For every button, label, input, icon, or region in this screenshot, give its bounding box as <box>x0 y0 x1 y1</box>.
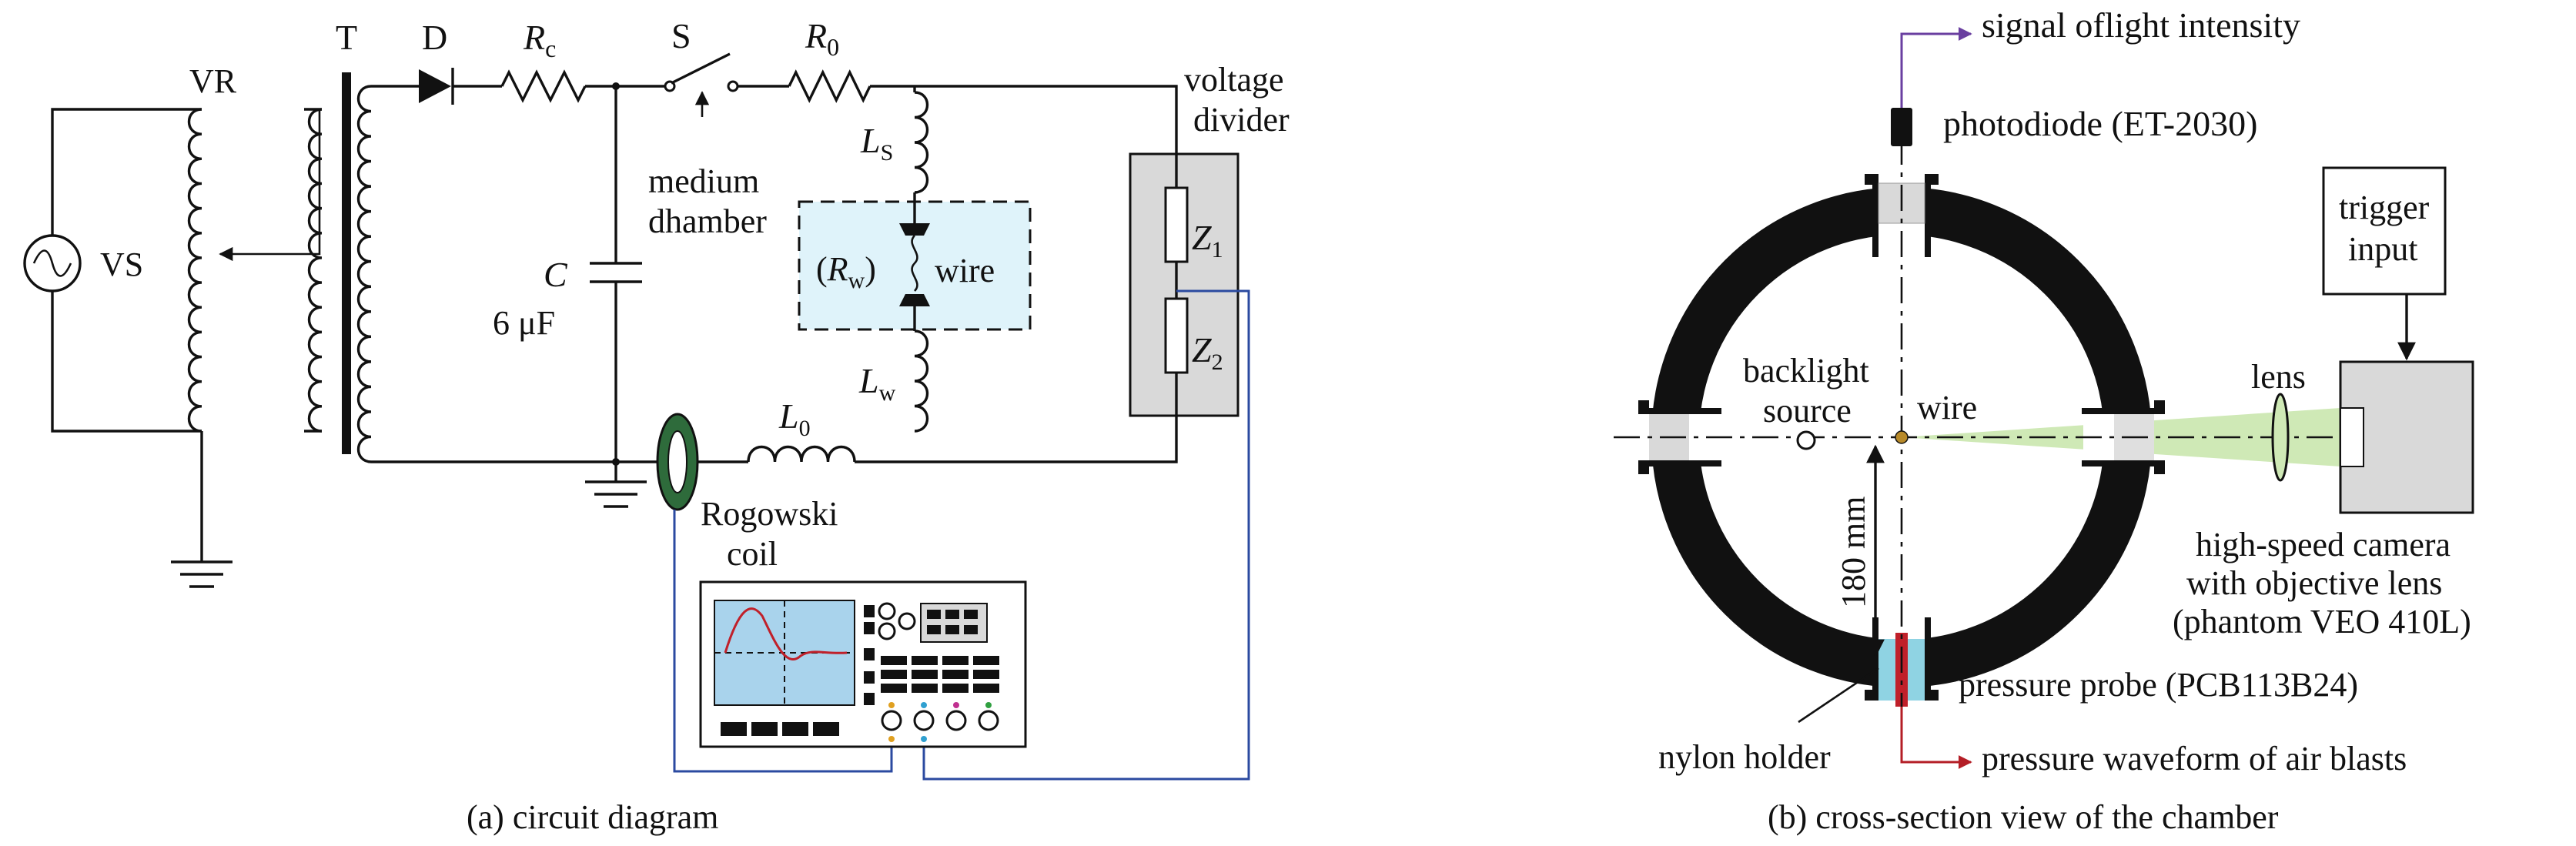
voltage-divider-label-1: voltage <box>1184 61 1284 99</box>
electrode-top <box>899 223 930 236</box>
chamber-wire-label: wire <box>1917 389 1977 426</box>
rogowski-label-2: coil <box>727 535 778 573</box>
diode-d <box>419 68 454 105</box>
electrode-bottom <box>899 294 930 306</box>
trigger-label-1: trigger <box>2339 189 2430 226</box>
vr-label: VR <box>189 62 237 100</box>
z2-label: Z2 <box>1192 330 1223 375</box>
backlight-source-dot <box>1796 430 1816 450</box>
pressure-waveform-label: pressure waveform of air blasts <box>1982 740 2407 777</box>
vr-coil <box>188 108 202 433</box>
circuit-diagram: VS VR T D Rc <box>23 16 1290 836</box>
transformer-label: T <box>336 18 357 57</box>
r0-label: R0 <box>805 16 839 61</box>
nylon-holder-label: nylon holder <box>1658 738 1831 776</box>
chamber-diagram: 180 mm signal oflight intensity photodio… <box>1614 5 2474 836</box>
medium-chamber-label-2: dhamber <box>648 202 767 240</box>
switch-label: S <box>671 16 691 55</box>
current-signal-cable <box>673 510 893 773</box>
oscilloscope <box>699 580 1027 748</box>
switch-s <box>664 52 739 117</box>
z1-label: Z1 <box>1192 218 1223 262</box>
photodiode-body <box>1891 108 1912 146</box>
camera-label-1: high-speed camera <box>2196 526 2451 563</box>
caption-b: (b) cross-section view of the chamber <box>1768 798 2279 836</box>
inductor-lw <box>914 329 928 433</box>
signal-label: signal oflight intensity <box>1982 5 2300 45</box>
camera-label-2: with objective lens <box>2186 564 2442 602</box>
transformer-secondary-coil <box>357 85 372 463</box>
lw-label: Lw <box>858 361 896 406</box>
transformer-primary-coil <box>308 108 323 433</box>
l0-label: L0 <box>778 396 811 441</box>
rc-label: Rc <box>523 18 556 62</box>
resistor-r0 <box>788 69 871 103</box>
resistor-rc <box>500 69 587 103</box>
transformer-core <box>342 72 351 454</box>
impedance-z1 <box>1164 186 1189 263</box>
vs-label: VS <box>100 246 143 283</box>
signal-arrow <box>1900 27 1972 108</box>
ground-symbol-left <box>171 560 233 588</box>
nylon-holder-leader <box>1798 667 1879 724</box>
rogowski-coil <box>656 413 699 511</box>
diode-label: D <box>422 18 447 57</box>
distance-label: 180 mm <box>1835 497 1872 608</box>
trigger-input-box <box>2322 166 2447 296</box>
wire-label: wire <box>935 252 995 289</box>
capacitor-value: 6 μF <box>493 304 555 342</box>
lens-label: lens <box>2251 358 2306 396</box>
voltage-divider-label-2: divider <box>1193 101 1290 139</box>
impedance-z2 <box>1164 297 1189 374</box>
pressure-arrow <box>1900 707 1972 769</box>
ls-label: LS <box>860 121 893 166</box>
caption-a: (a) circuit diagram <box>467 798 718 836</box>
port-right <box>2082 400 2165 474</box>
ground-symbol-middle <box>585 462 647 508</box>
rogowski-label-1: Rogowski <box>701 495 838 533</box>
inductor-ls <box>914 91 928 194</box>
camera-label-3: (phantom VEO 410L) <box>2173 603 2471 640</box>
rw-label: (Rw) <box>816 250 876 293</box>
backlight-label-1: backlight <box>1743 352 1869 390</box>
photodiode-label: photodiode (ET-2030) <box>1943 104 2257 143</box>
lens <box>2271 393 2290 482</box>
wire-dot <box>1895 430 1909 444</box>
voltage-source <box>23 108 202 433</box>
exploding-wire <box>911 235 918 292</box>
vr-wiper-arrow <box>219 108 321 262</box>
inductor-l0 <box>747 445 856 463</box>
capacitor-label: C <box>544 255 568 294</box>
backlight-label-2: source <box>1763 392 1852 430</box>
pressure-probe-label: pressure probe (PCB113B24) <box>1959 666 2358 704</box>
voltage-signal-cable <box>922 289 1250 781</box>
medium-chamber-label-1: medium <box>648 162 759 200</box>
trigger-label-2: input <box>2348 230 2417 268</box>
